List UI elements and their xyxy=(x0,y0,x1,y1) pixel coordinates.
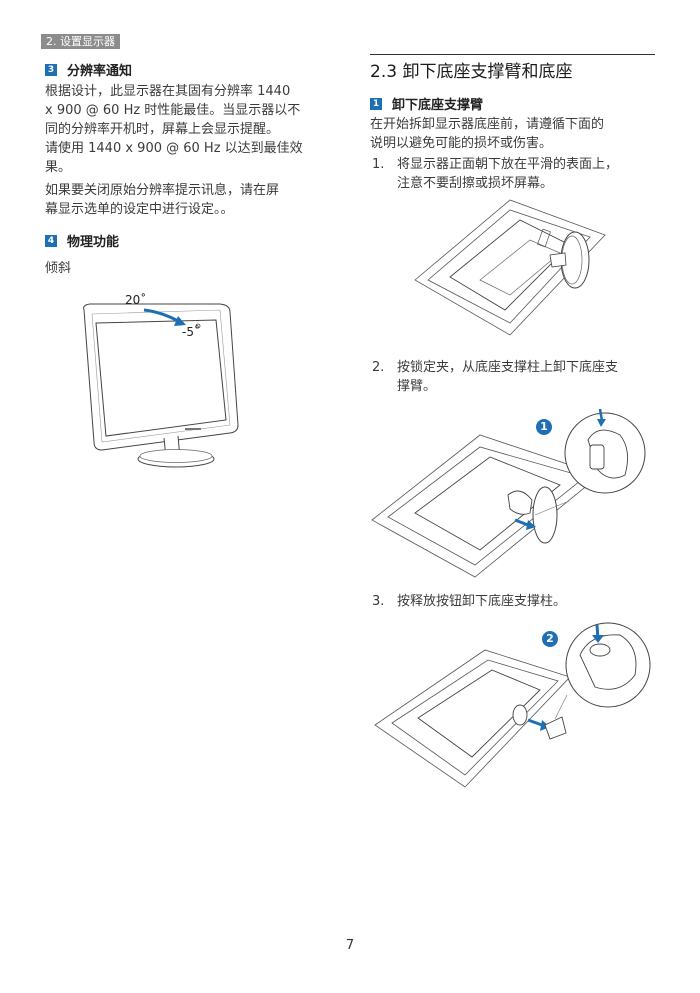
tilt-up-label: 20˚ xyxy=(125,293,147,307)
remove-arm-title: 卸下底座支撑臂 xyxy=(392,98,484,113)
physical-function-heading: 4 物理功能 xyxy=(45,231,119,250)
section-number-badge: 1 xyxy=(370,97,382,110)
resolution-paragraph: 根据设计，此显示器在其固有分辨率 1440 x 900 @ 60 Hz 时性能最… xyxy=(45,82,303,177)
resolution-paragraph-2: 如果要关闭原始分辨率提示讯息，请在屏 幕显示选单的设定中进行设定。。 xyxy=(45,181,279,219)
page-section-title: 2.3 卸下底座支撑臂和底座 xyxy=(370,62,573,82)
text-line: 撑臂。 xyxy=(397,379,437,394)
callout-badge-2: 2 xyxy=(542,631,558,647)
remove-intro: 在开始拆卸显示器底座前，请遵循下面的 说明以避免可能的损坏或伤害。 xyxy=(370,115,604,153)
section-number-badge: 4 xyxy=(45,234,57,247)
text-line: 按锁定夹，从底座支撑柱上卸下底座支 xyxy=(397,360,619,375)
step-2: 2. 按锁定夹，从底座支撑柱上卸下底座支 撑臂。 xyxy=(372,358,662,398)
section-number-badge: 3 xyxy=(45,63,57,76)
callout-badge-1: 1 xyxy=(536,419,552,435)
remove-arm-illustration xyxy=(371,408,646,578)
step-text: 按锁定夹，从底座支撑柱上卸下底座支 撑臂。 xyxy=(397,358,618,396)
step-text: 将显示器正面朝下放在平滑的表面上， 注意不要刮擦或损坏屏幕。 xyxy=(397,155,618,193)
step-number: 3. xyxy=(372,594,385,609)
resolution-title: 分辨率通知 xyxy=(67,64,133,79)
resolution-heading: 3 分辨率通知 xyxy=(45,60,132,79)
step-text: 按释放按钮卸下底座支撑柱。 xyxy=(397,592,566,611)
step-number: 1. xyxy=(372,157,385,172)
text-line: 幕显示选单的设定中进行设定。。 xyxy=(45,202,234,217)
text-line: 果。 xyxy=(45,160,72,175)
text-line: 注意不要刮擦或损坏屏幕。 xyxy=(397,176,554,191)
text-line: 根据设计，此显示器在其固有分辨率 1440 xyxy=(45,84,291,99)
text-line: 按释放按钮卸下底座支撑柱。 xyxy=(397,594,567,609)
section-tab: 2. 设置显示器 xyxy=(41,34,120,49)
text-line: x 900 @ 60 Hz 时性能最佳。当显示器以不 xyxy=(45,103,301,118)
physical-function-title: 物理功能 xyxy=(67,235,120,250)
text-line: 在开始拆卸显示器底座前，请遵循下面的 xyxy=(370,117,605,132)
section-divider xyxy=(370,54,655,55)
text-line: 说明以避免可能的损坏或伤害。 xyxy=(370,136,553,151)
page-number: 7 xyxy=(345,938,355,953)
remove-pillar-illustration xyxy=(374,622,651,788)
text-line: 请使用 1440 x 900 @ 60 Hz 以达到最佳效 xyxy=(45,141,303,156)
text-line: 如果要关闭原始分辨率提示讯息，请在屏 xyxy=(45,183,280,198)
tilt-down-label: -5˚ xyxy=(182,325,200,339)
tilt-subtitle: 倾斜 xyxy=(45,261,72,276)
remove-arm-heading: 1 卸下底座支撑臂 xyxy=(370,94,483,113)
text-line: 将显示器正面朝下放在平滑的表面上， xyxy=(397,157,619,172)
text-line: 同的分辨率开机时，屏幕上会显示提醒。 xyxy=(45,122,280,137)
step-1: 1. 将显示器正面朝下放在平滑的表面上， 注意不要刮擦或损坏屏幕。 xyxy=(372,155,662,195)
step-number: 2. xyxy=(372,360,385,375)
tilt-monitor-illustration xyxy=(83,303,239,468)
monitor-face-down-illustration xyxy=(414,199,606,336)
step-3: 3. 按释放按钮卸下底座支撑柱。 xyxy=(372,592,662,612)
